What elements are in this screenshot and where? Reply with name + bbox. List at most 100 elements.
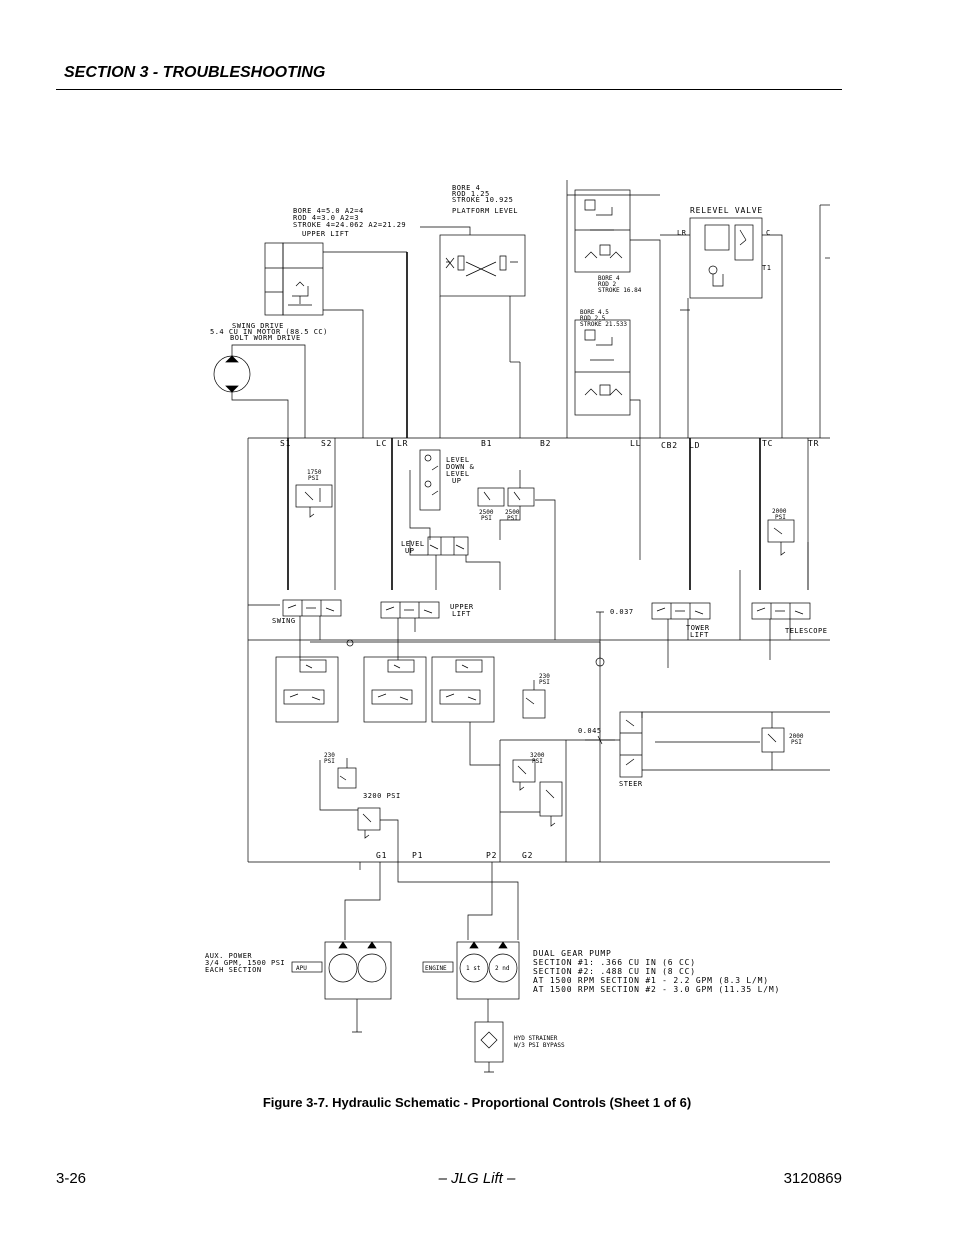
hydraulic-strainer — [474, 1021, 504, 1073]
port-ld: LD — [689, 441, 700, 450]
relevel-valve-label: RELEVEL VALVE — [690, 206, 763, 215]
port-s2: S2 — [321, 439, 332, 448]
relief-2000a-value: 2000 — [772, 508, 787, 515]
aux-power-spec-2: 3/4 GPM, 1500 PSI — [205, 959, 285, 967]
level-down-up-1: LEVEL — [446, 456, 470, 464]
manifold-outline — [247, 437, 830, 863]
dual-gear-pump-spec-4: AT 1500 RPM SECTION #1 - 2.2 GPM (8.3 L/… — [533, 976, 769, 985]
level-up-1: LEVEL — [401, 540, 425, 548]
directional-valves — [282, 599, 811, 668]
level-down-up-4: UP — [452, 477, 461, 485]
swing-drive-spec-2: 5.4 CU IN MOTOR (88.5 CC) — [210, 328, 328, 336]
strainer-spec-2: W/3 PSI BYPASS — [514, 1042, 565, 1049]
cyl-a-spec-3: STROKE 16.84 — [598, 287, 642, 294]
upper-lift-spec-1: BORE 4=5.0 A2=4 — [293, 207, 364, 215]
apu-label: APU — [296, 965, 307, 972]
aux-power-spec-1: AUX. POWER — [205, 952, 252, 960]
relevel-valve — [660, 204, 830, 438]
relief-2500b-value: 2500 — [505, 509, 520, 516]
pump-section-2nd: 2 nd — [495, 965, 510, 972]
relevel-port-lr: LR — [677, 229, 687, 237]
cyl-a-spec-2: ROD 2 — [598, 281, 616, 288]
aux-power-spec-3: EACH SECTION — [205, 966, 262, 974]
check-and-orifices — [346, 611, 615, 745]
port-g1: G1 — [376, 851, 387, 860]
platform-level-spec-1: BORE 4 — [452, 184, 480, 192]
cyl-b-spec-2: ROD 2.5 — [580, 315, 606, 322]
level-up-valve — [409, 536, 501, 590]
relief-2500b-unit: PSI — [507, 515, 518, 522]
orifice-045-label: 0.045 — [578, 727, 602, 735]
relief-230b-unit: PSI — [324, 758, 335, 765]
relief-3200b-label: 3200 PSI — [363, 792, 401, 800]
valve-telescope-label: TELESCOPE — [785, 627, 827, 635]
relief-2000b-value: 2000 — [789, 733, 804, 740]
relief-3200a-value: 3200 — [530, 752, 545, 759]
dual-gear-pump-spec-3: SECTION #2: .488 CU IN (8 CC) — [533, 967, 696, 976]
relevel-port-c: C — [766, 229, 771, 237]
port-lc: LC — [376, 439, 387, 448]
document-number: 3120869 — [783, 1170, 842, 1187]
port-b2: B2 — [540, 439, 551, 448]
swing-drive-spec-1: SWING DRIVE — [232, 322, 284, 330]
cyl-b-spec-3: STROKE 21.533 — [580, 321, 627, 328]
engine-label: ENGINE — [425, 965, 447, 972]
compensator-block-2 — [363, 656, 427, 723]
port-lr: LR — [397, 439, 408, 448]
valve-upper-lift-1: UPPER — [450, 603, 474, 611]
relief-valve-1750 — [295, 484, 333, 518]
port-g2: G2 — [522, 851, 533, 860]
level-down-up-3: LEVEL — [446, 470, 470, 478]
orifice-037-label: 0.037 — [610, 608, 634, 616]
page-number: 3-26 — [56, 1170, 87, 1187]
upper-lift-cylinder — [264, 242, 408, 438]
valve-tower-lift-1: TOWER — [686, 624, 710, 632]
pump-supply-lines — [344, 862, 519, 940]
upper-lift-label: UPPER LIFT — [302, 230, 349, 238]
manifold-internal-lines — [248, 438, 830, 862]
relief-valve-2000-upper — [739, 519, 809, 640]
level-down-up-2: DOWN & — [446, 463, 475, 471]
port-p2: P2 — [486, 851, 497, 860]
level-up-2: UP — [405, 547, 414, 555]
figure-caption: Figure 3-7. Hydraulic Schematic - Propor… — [262, 1095, 692, 1110]
pressure-reducing-valves — [319, 680, 620, 862]
tower-cylinders — [566, 180, 661, 438]
swing-drive-motor — [213, 344, 306, 438]
valve-tower-lift-2: LIFT — [690, 631, 709, 639]
level-down-up-valves — [409, 449, 556, 640]
section-title: SECTION 3 - TROUBLESHOOTING — [64, 64, 326, 81]
platform-level-spec-2: ROD 1.25 — [452, 190, 490, 198]
relief-2000b-unit: PSI — [791, 739, 802, 746]
port-p1: P1 — [412, 851, 423, 860]
port-cb2: CB2 — [661, 441, 678, 450]
engine-dual-gear-pump — [422, 941, 520, 1022]
port-tr: TR — [808, 439, 819, 448]
port-tc: TC — [762, 439, 773, 448]
port-ll: LL — [630, 439, 641, 448]
platform-level-label: PLATFORM LEVEL — [452, 207, 518, 215]
cyl-a-spec-1: BORE 4 — [598, 275, 620, 282]
aux-power-pump — [291, 941, 392, 1033]
relief-2000a-unit: PSI — [775, 514, 786, 521]
pump-section-1st: 1 st — [466, 965, 481, 972]
dual-gear-pump-spec-1: DUAL GEAR PUMP — [533, 949, 612, 958]
relief-3200a-unit: PSI — [532, 758, 543, 765]
compensator-block-1 — [275, 656, 339, 723]
upper-lift-spec-3: STROKE 4=24.062 A2=21.29 — [293, 221, 406, 229]
relief-1750-unit: PSI — [308, 475, 319, 482]
swing-drive-spec-3: BOLT WORM DRIVE — [230, 334, 301, 342]
compensator-block-3 — [431, 656, 495, 723]
relief-230a-unit: PSI — [539, 679, 550, 686]
platform-level-cylinder — [420, 226, 526, 438]
relief-230a-value: 230 — [539, 673, 550, 680]
dual-gear-pump-spec-2: SECTION #1: .366 CU IN (6 CC) — [533, 958, 696, 967]
upper-lift-spec-2: ROD 4=3.0 A2=3 — [293, 214, 359, 222]
port-b1: B1 — [481, 439, 492, 448]
relevel-port-t1: T1 — [762, 264, 771, 272]
cyl-b-spec-1: BORE 4.5 — [580, 309, 609, 316]
platform-level-spec-3: STROKE 10.925 — [452, 196, 513, 204]
steer-valve — [619, 711, 830, 778]
